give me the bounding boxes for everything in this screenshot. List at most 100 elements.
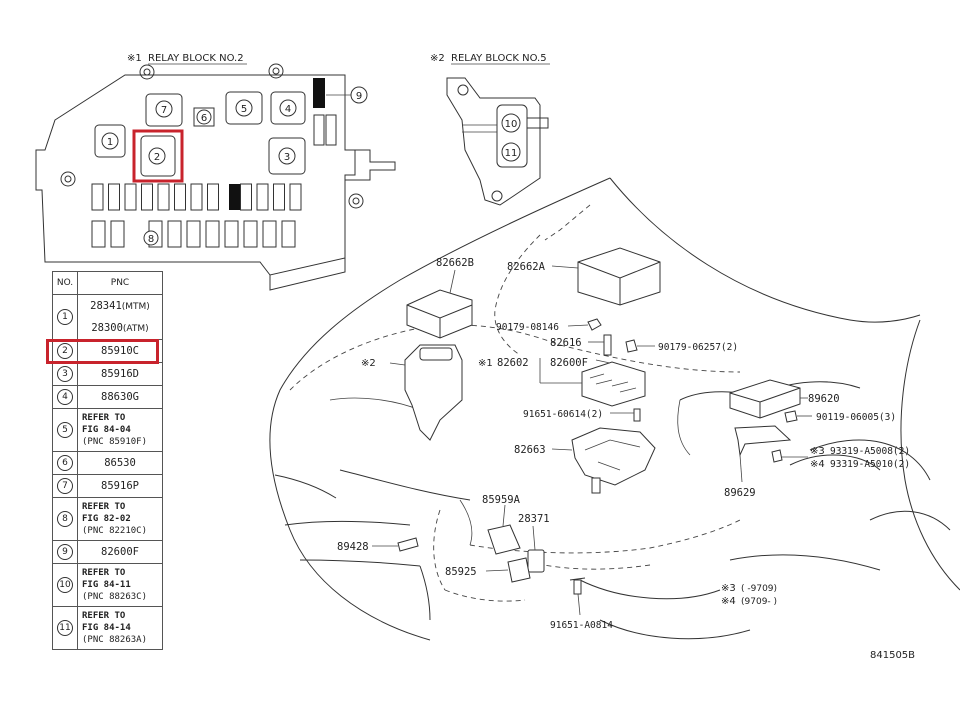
pnc-code-line[interactable]: 82600F	[78, 541, 162, 563]
fuse-slot	[207, 183, 219, 211]
reference-line-l1: REFER TO	[82, 568, 126, 578]
pnc-code-line[interactable]: 85916P	[78, 475, 162, 497]
part-90179-06257	[625, 339, 655, 353]
pnc-code-line[interactable]: 85910C	[78, 340, 162, 362]
callout-91651-60614: 91651-60614(2)	[523, 409, 603, 420]
slot-number-6: 6	[196, 109, 212, 125]
relay-block-2-title: RELAY BLOCK NO.2	[148, 53, 244, 64]
pnc-code-line[interactable]: 85916D	[78, 363, 162, 385]
row-number-circle: 5	[57, 422, 73, 438]
part-93319	[771, 449, 808, 463]
pnc-code-line[interactable]: 86530	[78, 452, 162, 474]
row-number-circle: 7	[57, 478, 73, 494]
fuse-slot-lower	[281, 220, 296, 248]
pnc-cell: 85916D	[77, 362, 163, 386]
callout-28371: 28371	[518, 513, 550, 525]
svg-text:8: 8	[148, 234, 154, 245]
reference-line-l3: (PNC 85910F)	[82, 437, 148, 447]
socket-3	[268, 137, 306, 175]
callout-82602: 82602	[497, 357, 529, 369]
reference-line-l2: FIG 84-14	[82, 623, 131, 633]
fuse-row	[91, 183, 302, 211]
svg-text:7: 7	[161, 105, 167, 116]
row-number-circle: 10	[57, 577, 73, 593]
reference-line-l3: (PNC 88263A)	[82, 635, 148, 645]
fuse-slot	[91, 183, 104, 211]
pnc-row: 7 85916P	[52, 474, 163, 498]
callout-90119-06005: 90119-06005(3)	[816, 412, 896, 423]
relay-block-5-mark: ※2	[430, 53, 445, 64]
pnc-cell: 85916P	[77, 474, 163, 498]
callout-82663: 82663	[514, 444, 546, 456]
socket-1	[94, 124, 126, 158]
fuse-slot	[256, 183, 269, 211]
pnc-row: 9 82600F	[52, 540, 163, 564]
pnc-code: 85916D	[101, 368, 139, 380]
part-82663	[551, 427, 656, 494]
fuse-slot	[240, 183, 252, 211]
fuse-slot	[157, 183, 170, 211]
svg-text:10: 10	[505, 119, 518, 130]
socket-7	[145, 93, 183, 127]
fuse-slot-lower	[243, 220, 258, 248]
pnc-row-number: 5	[52, 408, 78, 452]
socket-2	[140, 135, 176, 177]
row-number-circle: 4	[57, 389, 73, 405]
svg-text:11: 11	[505, 148, 518, 159]
callout-82616: 82616	[550, 337, 582, 349]
callout-91651-A0814: 91651-A0814	[550, 620, 613, 631]
reference-line-l1: REFER TO	[82, 413, 126, 423]
pnc-code-line[interactable]: 28300(ATM)	[78, 317, 162, 339]
row-number-circle: 2	[57, 343, 73, 359]
callout-90179-06257: 90179-06257(2)	[658, 342, 738, 353]
row-number-circle: 9	[57, 544, 73, 560]
note-3-mark: ※3	[721, 583, 736, 594]
col-pnc-header: PNC	[77, 271, 163, 295]
pnc-code: 85916P	[101, 480, 139, 492]
part-85959A	[487, 504, 521, 555]
part-85925	[485, 557, 531, 583]
fuse-slot	[289, 183, 302, 211]
part-relay-block-5-install	[389, 344, 463, 441]
pnc-row-number: 9	[52, 540, 78, 564]
pnc-code-line[interactable]: 88630G	[78, 386, 162, 408]
vehicle-body-outline	[269, 177, 960, 641]
fuse-9-dark	[313, 78, 325, 108]
pnc-row-number: 6	[52, 451, 78, 475]
pnc-cell: 85910C	[77, 339, 163, 363]
part-89428	[372, 537, 419, 552]
pnc-code: 88630G	[101, 391, 139, 403]
part-82662B	[406, 269, 473, 339]
callout-82602-mark: ※1	[478, 358, 493, 369]
callout-82600F: 82600F	[550, 357, 588, 369]
part-28371	[527, 525, 545, 573]
pnc-cell: 28341(MTM)28300(ATM)	[77, 294, 163, 340]
callout-93319-A5010-mark: ※4	[810, 459, 825, 470]
relay-block-2-mark: ※1	[127, 53, 142, 64]
note-4-range: (9709- )	[741, 597, 777, 607]
pnc-code-line[interactable]: 28341(MTM)	[78, 295, 162, 317]
pnc-cell: 86530	[77, 451, 163, 475]
svg-text:6: 6	[201, 113, 207, 124]
pnc-code: 82600F	[101, 546, 139, 558]
callout-89620: 89620	[808, 393, 840, 405]
part-89620	[729, 379, 808, 419]
callout-89629: 89629	[724, 487, 756, 499]
row-number-circle: 3	[57, 366, 73, 382]
row-number-circle: 8	[57, 511, 73, 527]
reference-line-l2: FIG 82-02	[82, 514, 131, 524]
svg-text:4: 4	[285, 104, 291, 115]
reference-line-l3: (PNC 88263C)	[82, 592, 148, 602]
